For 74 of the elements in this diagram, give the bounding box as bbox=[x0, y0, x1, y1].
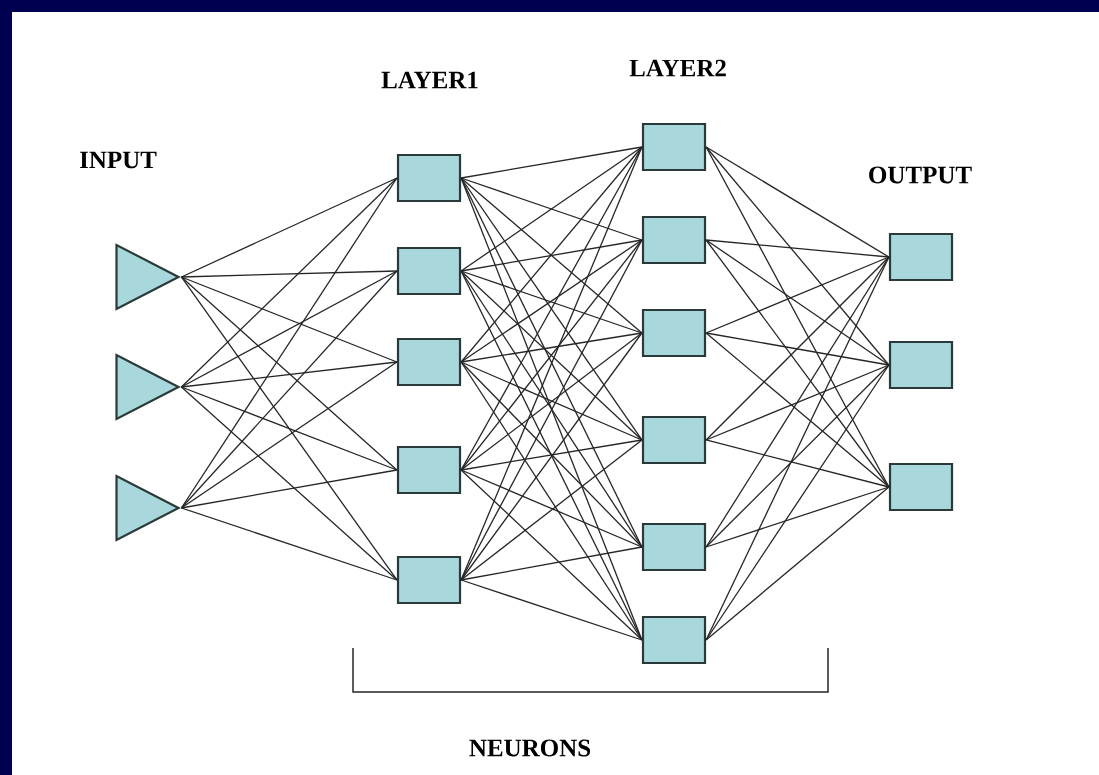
connection-line bbox=[180, 270, 398, 388]
connection-line bbox=[705, 332, 890, 366]
connection-line bbox=[460, 332, 643, 363]
connection-line bbox=[460, 270, 643, 548]
connection-line bbox=[180, 469, 398, 509]
column-heading: NEURONS bbox=[469, 739, 591, 757]
connection-line bbox=[460, 361, 643, 641]
connection-line bbox=[180, 386, 398, 581]
connection-line bbox=[705, 486, 890, 641]
connection-line bbox=[705, 364, 890, 548]
neuron-box bbox=[396, 153, 462, 203]
connection-line bbox=[460, 239, 643, 471]
connection-line bbox=[180, 361, 398, 509]
connection-line bbox=[705, 332, 890, 488]
neuron-box bbox=[396, 246, 462, 296]
connection-line bbox=[705, 239, 890, 258]
neuron-box bbox=[396, 337, 462, 387]
connection-line bbox=[460, 332, 643, 471]
connection-line bbox=[460, 146, 643, 272]
connection-line bbox=[180, 270, 398, 509]
connection-line bbox=[460, 439, 643, 581]
column-heading: OUTPUT bbox=[869, 166, 972, 184]
connection-line bbox=[460, 239, 643, 363]
neuron-box bbox=[641, 308, 707, 358]
column-heading: INPUT bbox=[79, 151, 157, 169]
column-heading: LAYER2 bbox=[629, 59, 726, 77]
neuron-box bbox=[888, 340, 954, 390]
connection-line bbox=[180, 270, 398, 278]
neuron-box bbox=[396, 445, 462, 495]
connection-line bbox=[460, 439, 643, 471]
neuron-box bbox=[888, 232, 954, 282]
connection-line bbox=[180, 276, 398, 581]
connection-line bbox=[460, 177, 643, 334]
neuron-box bbox=[888, 462, 954, 512]
connection-line bbox=[705, 486, 890, 548]
neuron-box bbox=[641, 415, 707, 465]
connection-line bbox=[705, 239, 890, 366]
connection-line bbox=[180, 177, 398, 509]
connection-line bbox=[460, 270, 643, 334]
connection-line bbox=[180, 276, 398, 471]
connection-line bbox=[705, 256, 890, 441]
connection-line bbox=[460, 177, 643, 641]
connection-line bbox=[180, 177, 398, 388]
neuron-box bbox=[641, 615, 707, 665]
connection-line bbox=[460, 469, 643, 641]
connection-line bbox=[705, 146, 890, 258]
connection-line bbox=[460, 332, 643, 581]
connection-line bbox=[705, 146, 890, 366]
connection-line bbox=[705, 239, 890, 488]
connection-line bbox=[460, 469, 643, 548]
column-heading: LAYER1 bbox=[381, 71, 478, 89]
connection-line bbox=[180, 386, 398, 471]
neuron-box bbox=[641, 522, 707, 572]
neuron-box bbox=[641, 122, 707, 172]
connection-line bbox=[460, 546, 643, 581]
connection-line bbox=[705, 364, 890, 441]
neuron-box bbox=[641, 215, 707, 265]
connection-line bbox=[460, 361, 643, 441]
neuron-box bbox=[396, 555, 462, 605]
connection-line bbox=[460, 146, 643, 179]
connection-line bbox=[180, 361, 398, 388]
connection-line bbox=[460, 270, 643, 441]
connection-line bbox=[705, 439, 890, 488]
connection-line bbox=[705, 256, 890, 334]
connection-line bbox=[460, 579, 643, 641]
connection-line bbox=[180, 507, 398, 581]
connection-line bbox=[705, 364, 890, 641]
connection-line bbox=[460, 146, 643, 363]
connection-line bbox=[460, 177, 643, 441]
connection-line bbox=[460, 177, 643, 241]
connection-line bbox=[460, 361, 643, 548]
connection-line bbox=[180, 276, 398, 363]
connection-line bbox=[460, 239, 643, 272]
connection-line bbox=[180, 177, 398, 278]
